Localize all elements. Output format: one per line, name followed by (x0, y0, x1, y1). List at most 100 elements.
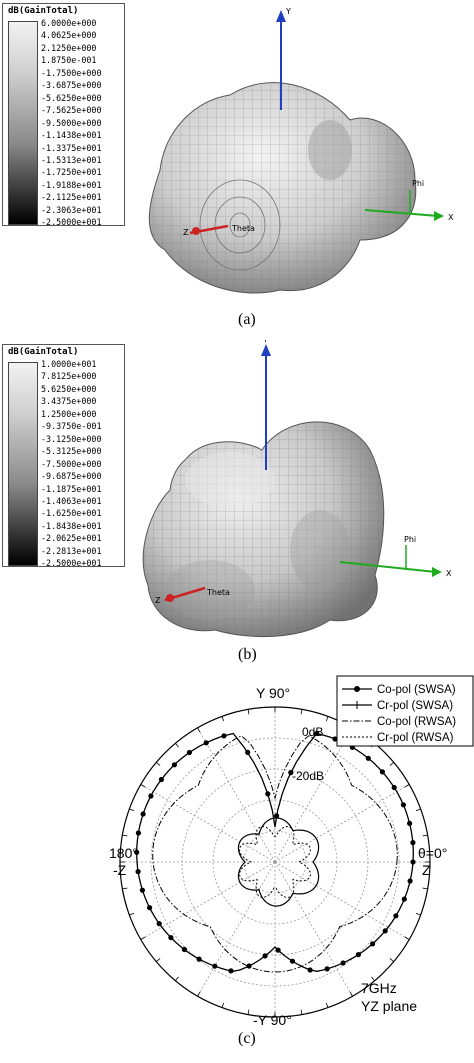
marker-co-pol-swsa (379, 769, 385, 775)
tick (389, 762, 394, 766)
marker-co-pol-swsa (181, 946, 187, 953)
tick (404, 936, 410, 940)
tick (197, 991, 201, 997)
tick (300, 709, 303, 715)
polar-plot: Y 90° -Y 90° 180° -Z θ=0° Z 0dB -20dB 7G… (109, 675, 474, 1028)
tick (221, 1002, 225, 1008)
marker-co-pol-swsa (288, 770, 294, 776)
label-0db: 0dB (302, 725, 323, 739)
label-bottom: -Y 90° (253, 1012, 292, 1028)
legend-value: -2.3063e+001 (41, 204, 102, 215)
tick (247, 1009, 250, 1015)
spoke (274, 727, 353, 863)
caption-b: (b) (238, 646, 257, 663)
label-left-angle: 180° (109, 845, 138, 861)
legend-value: 1.0000e+001 (41, 359, 97, 369)
tick (404, 784, 410, 788)
marker-co-pol-swsa (212, 963, 218, 969)
tick (122, 834, 128, 837)
marker-co-pol-swsa (307, 967, 313, 973)
tick (140, 936, 146, 940)
tick (175, 743, 179, 748)
legend-value: -2.5000e+001 (41, 217, 102, 228)
marker-co-pol-swsa (246, 963, 252, 969)
panel-b: dB(GainTotal) 1.0000e+001 7.8125e+000 5.… (0, 340, 474, 680)
legend-item-co-pol-rwsa: Co-pol (RWSA) (342, 716, 456, 728)
marker-co-pol-swsa (245, 749, 251, 755)
legend-value: -2.1125e+001 (41, 192, 102, 203)
tick (129, 808, 135, 812)
marker-co-pol-swsa (196, 956, 202, 962)
marker-co-pol-swsa (134, 849, 140, 855)
label-plane: YZ plane (361, 998, 417, 1014)
spoke (197, 727, 276, 863)
legend-value: -1.3375e+001 (41, 142, 102, 153)
legend-value: -9.5000e+000 (41, 117, 102, 128)
svg-text:Z: Z (183, 228, 189, 237)
svg-text:Co-pol (RWSA): Co-pol (RWSA) (377, 716, 456, 728)
label-right-axis: Z (422, 862, 431, 878)
label-top: Y 90° (256, 685, 290, 701)
legend-value: 1.8750e-001 (41, 55, 97, 66)
legend-values-b: 1.0000e+001 7.8125e+000 5.6250e+000 3.43… (41, 358, 123, 570)
legend-value: 5.6250e+000 (41, 383, 97, 394)
legend-value: -1.6250e+001 (41, 508, 102, 519)
legend-value: -9.6875e+000 (41, 471, 102, 482)
marker-co-pol-swsa (221, 733, 227, 739)
radiation-pattern-3d-b: Y X Phi Z Theta (142, 340, 452, 638)
z-axis-arrow-a: Z Theta (183, 224, 255, 237)
spoke (140, 861, 276, 940)
panel-c: Y 90° -Y 90° 180° -Z θ=0° Z 0dB -20dB 7G… (0, 672, 474, 1063)
tick (415, 912, 421, 916)
legend-title-b: dB(GainTotal) (8, 347, 79, 357)
marker-co-pol-swsa (332, 736, 338, 742)
marker-co-pol-swsa (228, 968, 234, 974)
spoke (274, 861, 410, 940)
spoke (274, 784, 410, 863)
marker-co-pol-swsa (186, 749, 192, 756)
marker-co-pol-swsa (171, 762, 177, 768)
spoke (274, 861, 353, 997)
colorbar-b (8, 362, 38, 566)
marker-co-pol-swsa (158, 776, 164, 783)
tick (175, 976, 179, 981)
curve-cr-pol-swsa (237, 817, 320, 907)
marker-co-pol-swsa (410, 859, 416, 865)
colorbar-legend-b: dB(GainTotal) 1.0000e+001 7.8125e+000 5.… (2, 344, 125, 570)
marker-co-pol-swsa (135, 830, 141, 836)
tick (422, 887, 428, 890)
marker-co-pol-swsa (400, 802, 406, 808)
marker-co-pol-swsa (156, 921, 162, 927)
legend-value: -5.3125e+000 (41, 446, 102, 457)
radiation-pattern-3d-a: Y X Phi Z Theta (148, 7, 454, 294)
marker-co-pol-swsa (314, 730, 320, 737)
legend-value: 3.4375e+000 (41, 396, 97, 407)
marker-co-pol-swsa (274, 813, 280, 819)
svg-text:Co-pol (SWSA): Co-pol (SWSA) (377, 684, 456, 696)
marker-co-pol-swsa (370, 941, 376, 947)
tick (156, 958, 161, 962)
marker-co-pol-swsa (275, 947, 281, 953)
legend-value: -1.7500e+000 (41, 67, 102, 78)
marker-co-pol-swsa (139, 887, 145, 893)
pattern-surface-a (148, 82, 417, 294)
svg-text:Phi: Phi (412, 179, 424, 188)
svg-text:Theta: Theta (206, 588, 230, 597)
tick (140, 784, 146, 788)
label-left-axis: -Z (113, 862, 127, 878)
colorbar-a (8, 21, 38, 225)
tick (422, 834, 428, 837)
tick (247, 709, 250, 715)
legend-value: -1.1438e+001 (41, 130, 102, 141)
legend-value: -9.3750e-001 (41, 421, 102, 432)
legend-value: -3.6875e+000 (41, 80, 102, 91)
marker-co-pol-swsa (391, 784, 397, 791)
tick (389, 958, 394, 962)
svg-text:Cr-pol (RWSA): Cr-pol (RWSA) (377, 732, 454, 744)
legend-item-co-pol-swsa: Co-pol (SWSA) (342, 684, 456, 696)
tick (325, 1002, 329, 1008)
curve-co-pol-rwsa (152, 735, 398, 973)
legend-values-a: 6.0000e+000 4.0625e+000 2.1250e+000 1.87… (41, 17, 123, 229)
legend-value: 6.0000e+000 (41, 18, 97, 28)
ring (243, 830, 307, 894)
